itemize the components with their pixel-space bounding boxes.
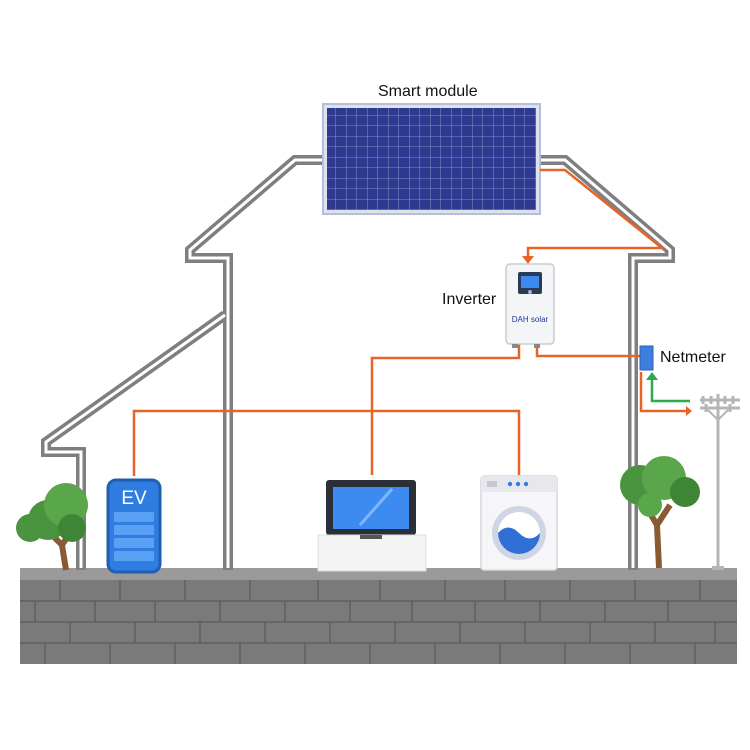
smart-module-label: Smart module <box>378 83 478 100</box>
inverter-icon: DAH solar <box>505 263 555 348</box>
wire-arrow <box>522 256 534 264</box>
grid-import-arrow <box>650 377 690 403</box>
netmeter-label: Netmeter <box>660 349 726 366</box>
washing-machine-icon <box>480 475 558 571</box>
solar-panel-icon <box>322 103 541 215</box>
wire-arrow-grid <box>686 406 692 416</box>
tree-icon <box>16 483 88 571</box>
tree-icon <box>620 456 700 569</box>
ev-charger-icon: EV <box>106 478 162 574</box>
ev-label: EV <box>121 488 147 509</box>
green-arrow-head <box>646 372 658 380</box>
pole-base <box>712 566 724 570</box>
netmeter-icon <box>639 345 654 371</box>
stone-wall <box>20 568 737 664</box>
laptop-icon <box>317 480 427 572</box>
inverter-label: Inverter <box>442 291 497 308</box>
utility-pole-icon <box>700 394 740 566</box>
inverter-brand-logo: DAH solar <box>512 315 549 324</box>
